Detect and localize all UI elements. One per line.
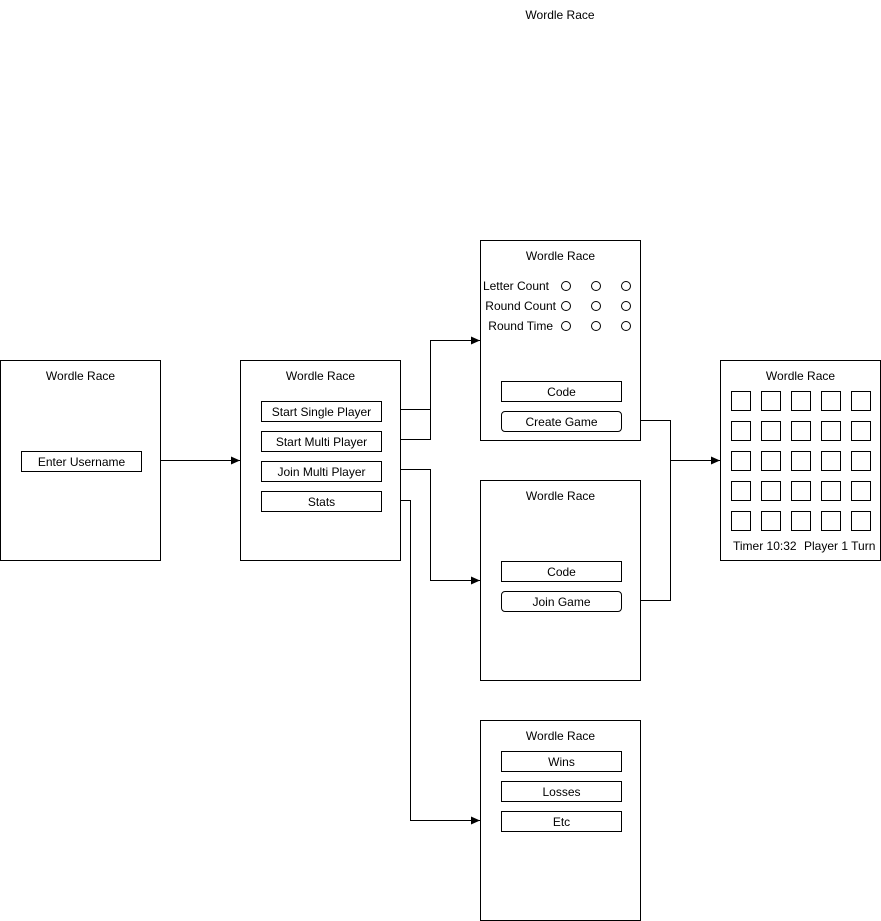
round-count-label: Round Count <box>485 299 556 313</box>
wins-field: Wins <box>501 751 622 772</box>
round-count-radio-3[interactable] <box>621 301 631 311</box>
round-time-radio-1[interactable] <box>561 321 571 331</box>
letter-count-radio-2[interactable] <box>591 281 601 291</box>
letter-cell <box>821 511 841 531</box>
letter-cell <box>761 511 781 531</box>
screen-title: Wordle Race <box>525 729 596 743</box>
create-game-screen: Wordle Race Letter Count Round Count Rou… <box>480 240 641 441</box>
round-time-radio-2[interactable] <box>591 321 601 331</box>
player-turn-text: Player 1 Turn <box>804 539 876 553</box>
letter-cell <box>851 481 871 501</box>
join-game-button[interactable]: Join Game <box>501 591 622 612</box>
stats-screen: Wordle Race Wins Losses Etc <box>480 720 641 921</box>
etc-field: Etc <box>501 811 622 832</box>
timer-text: Timer 10:32 <box>733 539 797 553</box>
letter-cell <box>821 451 841 471</box>
code-field[interactable]: Code <box>501 561 622 582</box>
letter-cell <box>761 421 781 441</box>
letter-cell <box>821 481 841 501</box>
login-screen: Wordle Race Enter Username <box>0 360 161 561</box>
round-count-radio-1[interactable] <box>561 301 571 311</box>
losses-field: Losses <box>501 781 622 802</box>
round-time-radio-3[interactable] <box>621 321 631 331</box>
letter-count-label: Letter Count <box>482 279 549 293</box>
letter-cell <box>731 421 751 441</box>
screen-title: Wordle Race <box>525 489 596 503</box>
join-multi-player-button[interactable]: Join Multi Player <box>261 461 382 482</box>
code-field[interactable]: Code <box>501 381 622 402</box>
game-board-screen: Wordle Race Timer 10:32 Player 1 Turn <box>720 360 881 561</box>
stats-button[interactable]: Stats <box>261 491 382 512</box>
letter-cell <box>791 421 811 441</box>
round-time-label: Round Time <box>488 319 553 333</box>
letter-cell <box>851 451 871 471</box>
letter-cell <box>821 421 841 441</box>
start-single-player-button[interactable]: Start Single Player <box>261 401 382 422</box>
join-game-screen: Wordle Race Code Join Game <box>480 480 641 681</box>
letter-cell <box>851 511 871 531</box>
letter-cell <box>791 391 811 411</box>
letter-cell <box>731 391 751 411</box>
diagram-title: Wordle Race <box>525 8 595 22</box>
letter-cell <box>851 421 871 441</box>
letter-cell <box>821 391 841 411</box>
letter-cell <box>731 511 751 531</box>
round-count-radio-2[interactable] <box>591 301 601 311</box>
letter-count-radio-3[interactable] <box>621 281 631 291</box>
start-multi-player-button[interactable]: Start Multi Player <box>261 431 382 452</box>
letter-cell <box>791 511 811 531</box>
menu-screen: Wordle Race Start Single Player Start Mu… <box>240 360 401 561</box>
screen-title: Wordle Race <box>45 369 116 383</box>
screen-title: Wordle Race <box>525 249 596 263</box>
create-game-button[interactable]: Create Game <box>501 411 622 432</box>
letter-cell <box>791 451 811 471</box>
letter-count-radio-1[interactable] <box>561 281 571 291</box>
screen-title: Wordle Race <box>765 369 836 383</box>
letter-cell <box>851 391 871 411</box>
letter-cell <box>761 451 781 471</box>
letter-cell <box>761 481 781 501</box>
username-field[interactable]: Enter Username <box>21 451 142 472</box>
letter-cell <box>731 481 751 501</box>
letter-cell <box>731 451 751 471</box>
letter-cell <box>761 391 781 411</box>
screen-title: Wordle Race <box>285 369 356 383</box>
letter-cell <box>791 481 811 501</box>
